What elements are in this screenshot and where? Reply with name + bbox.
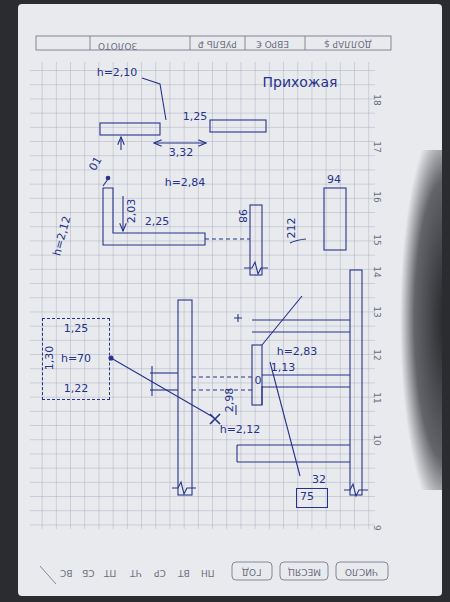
notebook-print: 16 <box>371 191 381 202</box>
box-text: 1,25 <box>43 323 109 335</box>
dimension-label: 0 <box>255 375 262 387</box>
notebook-print: ПТ <box>104 567 116 577</box>
notebook-print: ЧТ <box>130 567 142 577</box>
dimension-label: 2,25 <box>145 216 170 228</box>
notebook-print: 10 <box>371 434 381 445</box>
notebook-print: ГОД <box>242 566 262 576</box>
notebook-print: 13 <box>371 306 381 317</box>
dimension-label: h=2,10 <box>97 67 138 79</box>
dimension-label: h=2,12 <box>220 424 261 436</box>
notebook-print: ЗОЛОТО <box>98 40 137 50</box>
notebook-print: СБ <box>82 567 94 577</box>
notebook-print: 9 <box>371 525 381 531</box>
notebook-print: 11 <box>371 392 381 403</box>
box-text: 75 <box>297 489 327 503</box>
dimension-label: 212 <box>286 218 298 239</box>
notebook-print: РУБЛЬ ₽ <box>198 38 237 48</box>
outline-box: 1,25 h=70 1,22 <box>42 318 110 400</box>
dimension-label: h=2,83 <box>277 346 318 358</box>
notebook-print: 14 <box>371 266 381 277</box>
dimension-label: 1,25 <box>183 111 208 123</box>
notebook-page: Прихожаяh=2,101,253,32h=2,84012,03h=2,12… <box>18 4 442 596</box>
notebook-print: ВТ <box>178 567 190 577</box>
notebook-print: СР <box>154 567 166 577</box>
notebook-print: ЕВРО € <box>256 38 289 48</box>
notebook-print: ВС <box>60 567 72 577</box>
dimension-label: 1,13 <box>271 362 296 374</box>
dimension-label: 2,03 <box>126 199 138 224</box>
sketch-drawing <box>18 4 442 596</box>
notebook-print: 15 <box>371 234 381 245</box>
dimension-label: 2,98 <box>224 388 236 413</box>
sketch-title: Прихожая <box>263 75 338 90</box>
notebook-print: 18 <box>371 94 381 105</box>
box-text: 1,22 <box>43 383 109 395</box>
notebook-print: 17 <box>371 141 381 152</box>
notebook-print: ПН <box>201 567 215 577</box>
dimension-label: 1,30 <box>44 346 56 371</box>
box-text: h=70 <box>43 353 109 365</box>
notebook-print: МЕСЯЦ <box>288 566 321 576</box>
dimension-label: h=2,84 <box>165 177 206 189</box>
notebook-print: ЧИСЛО <box>345 566 378 576</box>
dimension-label: 3,32 <box>169 147 194 159</box>
notebook-print: 12 <box>371 349 381 360</box>
dimension-label: 94 <box>327 174 341 186</box>
dimension-label: 98 <box>236 209 248 223</box>
notebook-print: ДОЛЛАР $ <box>324 38 372 48</box>
box-text: 32 <box>312 474 326 486</box>
outline-box: 3275 <box>296 488 328 508</box>
